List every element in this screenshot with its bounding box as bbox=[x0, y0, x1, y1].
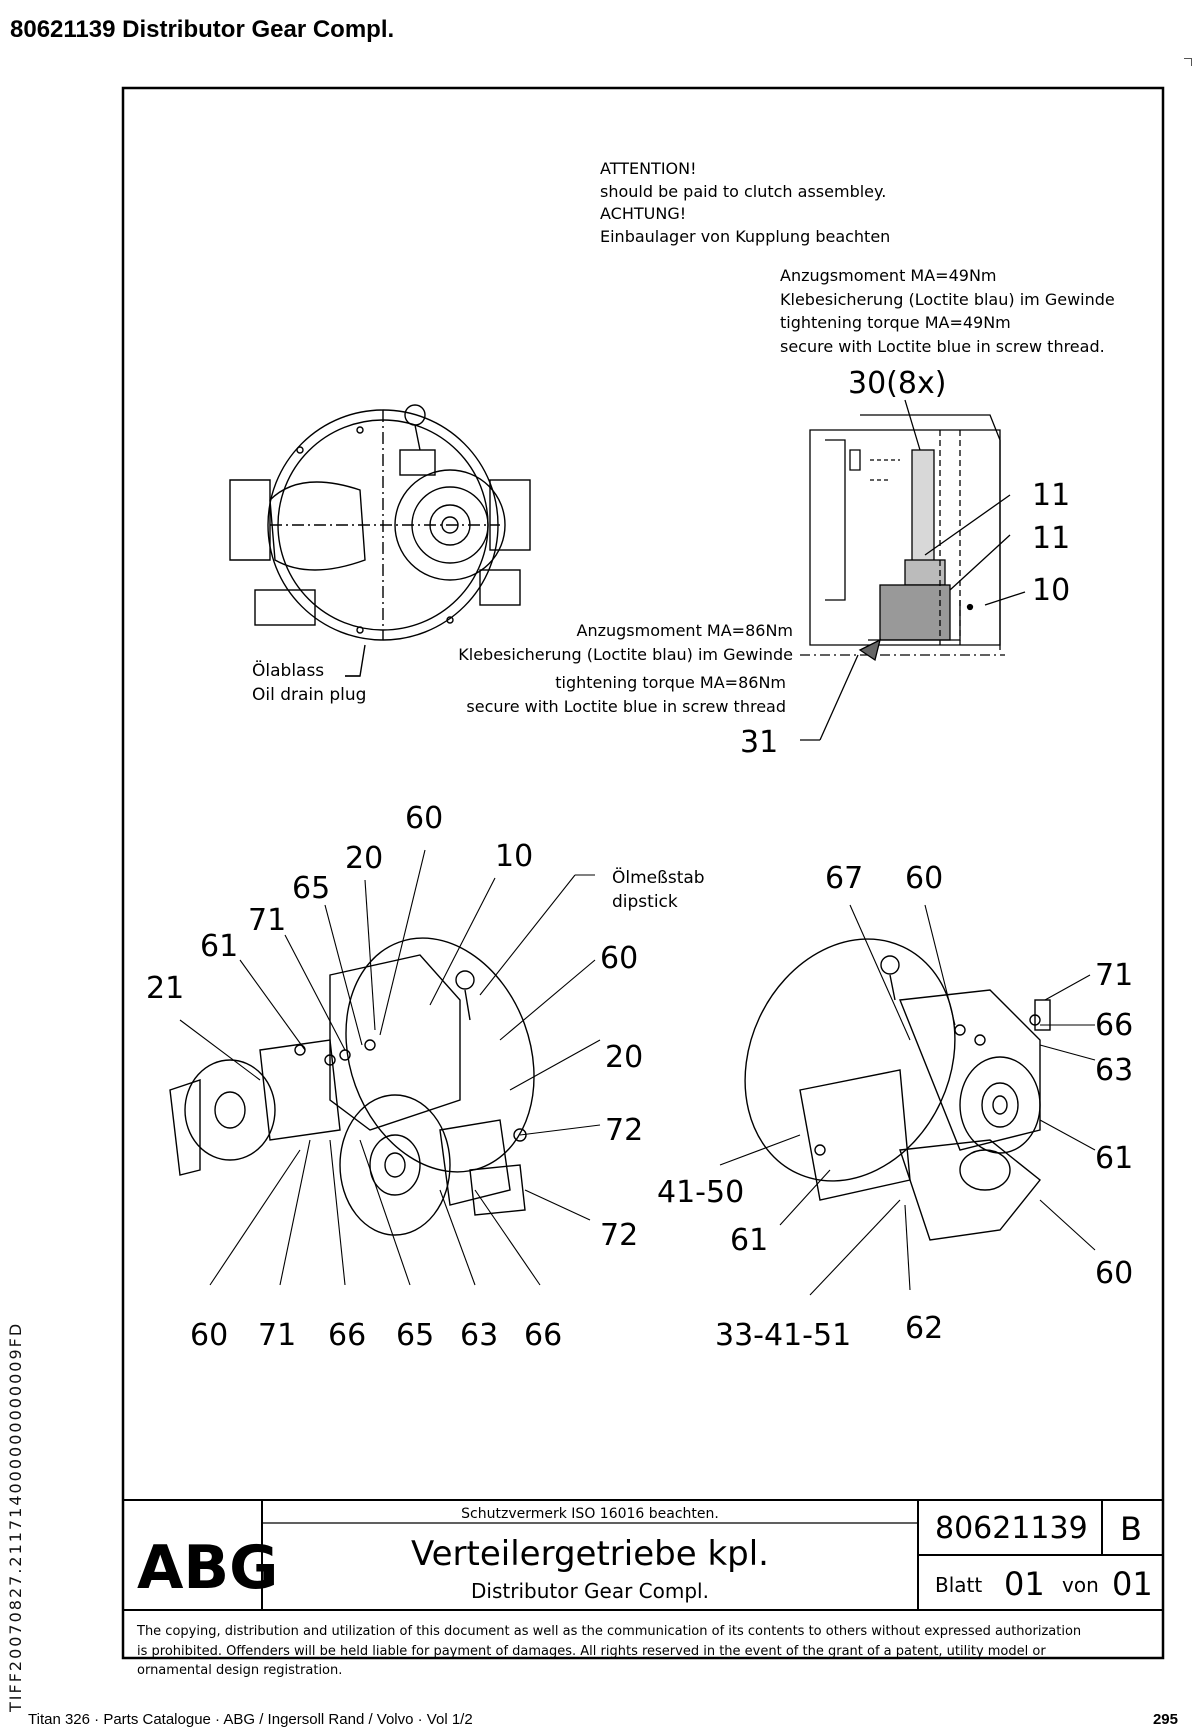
note-line: ATTENTION! bbox=[600, 159, 697, 178]
drawing-frame bbox=[121, 86, 1165, 1660]
right-iso-leaders bbox=[719, 904, 1096, 1296]
callout-41-50: 41-50 bbox=[657, 1175, 744, 1210]
top-view-drawing bbox=[229, 404, 531, 677]
callout-60: 60 bbox=[600, 941, 638, 976]
sheet-label: Blatt bbox=[935, 1573, 982, 1597]
copyright-line: The copying, distribution and utilizatio… bbox=[136, 1624, 1081, 1639]
callout-71: 71 bbox=[1095, 958, 1133, 993]
callout-72: 72 bbox=[600, 1218, 638, 1253]
abg-logo: ABG bbox=[137, 1533, 278, 1603]
note-line: Klebesicherung (Loctite blau) im Gewinde bbox=[458, 645, 793, 664]
note-line: tightening torque MA=86Nm bbox=[555, 673, 786, 692]
page-number: 295 bbox=[1152, 1711, 1178, 1728]
note-line: secure with Loctite blue in screw thread bbox=[466, 697, 786, 716]
callout-31: 31 bbox=[740, 725, 778, 760]
callout-63: 63 bbox=[1095, 1053, 1133, 1088]
callout-60: 60 bbox=[405, 801, 443, 836]
note-line: Anzugsmoment MA=49Nm bbox=[780, 266, 997, 285]
protection-note: Schutzvermerk ISO 16016 beachten. bbox=[461, 1506, 719, 1522]
callout-11-upper: 11 bbox=[1032, 478, 1070, 513]
corner-crop-mark bbox=[1184, 58, 1192, 66]
torque-86-note: Anzugsmoment MA=86Nm Klebesicherung (Loc… bbox=[458, 621, 793, 716]
callout-33-41-51: 33-41-51 bbox=[715, 1318, 851, 1353]
drawing-number: 80621139 bbox=[935, 1511, 1088, 1546]
callout-21: 21 bbox=[146, 971, 184, 1006]
left-iso-leaders bbox=[179, 849, 601, 1286]
callout-65: 65 bbox=[292, 871, 330, 906]
torque-49-note: Anzugsmoment MA=49Nm Klebesicherung (Loc… bbox=[780, 266, 1115, 356]
sheet-number: 01 bbox=[1004, 1565, 1045, 1603]
footer-catalogue-info: Titan 326 · Parts Catalogue · ABG / Inge… bbox=[28, 1711, 473, 1728]
callout-65: 65 bbox=[396, 1318, 434, 1353]
note-line: tightening torque MA=49Nm bbox=[780, 313, 1011, 332]
callout-60: 60 bbox=[905, 861, 943, 896]
note-line: dipstick bbox=[612, 892, 678, 912]
dipstick-note: Ölmeßstab dipstick bbox=[612, 866, 705, 912]
callout-30: 30(8x) bbox=[848, 366, 946, 401]
callout-67: 67 bbox=[825, 861, 863, 896]
callout-20: 20 bbox=[605, 1040, 643, 1075]
callout-11-lower: 11 bbox=[1032, 521, 1070, 556]
title-block: ABG Schutzvermerk ISO 16016 beachten. Ve… bbox=[123, 1499, 1163, 1678]
callout-66: 66 bbox=[524, 1318, 562, 1353]
callout-61: 61 bbox=[200, 929, 238, 964]
section-view bbox=[345, 399, 1026, 741]
callout-61: 61 bbox=[730, 1223, 768, 1258]
note-line: Klebesicherung (Loctite blau) im Gewinde bbox=[780, 290, 1115, 309]
page-title: 80621139 Distributor Gear Compl. bbox=[10, 16, 395, 43]
copyright-line: is prohibited. Offenders will be held li… bbox=[137, 1644, 1046, 1659]
right-iso-drawing bbox=[744, 938, 1051, 1241]
note-line: Oil drain plug bbox=[252, 685, 366, 705]
callout-63: 63 bbox=[460, 1318, 498, 1353]
note-line: secure with Loctite blue in screw thread… bbox=[780, 337, 1105, 356]
note-line: Anzugsmoment MA=86Nm bbox=[577, 621, 794, 640]
callout-10-section: 10 bbox=[1032, 573, 1070, 608]
oil-drain-note: Ölablass Oil drain plug bbox=[252, 659, 366, 705]
callout-60: 60 bbox=[1095, 1256, 1133, 1291]
note-line: ACHTUNG! bbox=[600, 204, 686, 223]
title-english: Distributor Gear Compl. bbox=[471, 1579, 709, 1603]
callout-62: 62 bbox=[905, 1311, 943, 1346]
callout-10: 10 bbox=[495, 839, 533, 874]
left-iso-callouts: 60 20 10 65 71 61 21 60 20 72 72 60 71 6… bbox=[146, 801, 643, 1353]
left-iso-drawing bbox=[169, 937, 535, 1236]
side-file-code: TIFF20070827.211714000000000009FD bbox=[6, 1321, 25, 1712]
attention-note: ATTENTION! should be paid to clutch asse… bbox=[600, 159, 890, 246]
callout-61: 61 bbox=[1095, 1141, 1133, 1176]
callout-71: 71 bbox=[258, 1318, 296, 1353]
callout-71: 71 bbox=[248, 903, 286, 938]
page-footer: Titan 326 · Parts Catalogue · ABG / Inge… bbox=[28, 1711, 1178, 1731]
callout-60: 60 bbox=[190, 1318, 228, 1353]
copyright-line: ornamental design registration. bbox=[137, 1663, 342, 1678]
note-line: Ölmeßstab bbox=[612, 866, 705, 888]
callout-66: 66 bbox=[1095, 1008, 1133, 1043]
of-label: von bbox=[1062, 1573, 1099, 1597]
note-line: Ölablass bbox=[252, 659, 324, 681]
title-german: Verteilergetriebe kpl. bbox=[411, 1534, 769, 1574]
revision-letter: B bbox=[1120, 1510, 1142, 1548]
note-line: Einbaulager von Kupplung beachten bbox=[600, 227, 890, 246]
sheet-total: 01 bbox=[1112, 1565, 1153, 1603]
right-iso-callouts: 67 60 71 66 63 61 60 41-50 61 33-41-51 6… bbox=[657, 861, 1133, 1353]
callout-66: 66 bbox=[328, 1318, 366, 1353]
note-line: should be paid to clutch assembley. bbox=[600, 182, 886, 201]
callout-20: 20 bbox=[345, 841, 383, 876]
callout-72: 72 bbox=[605, 1113, 643, 1148]
